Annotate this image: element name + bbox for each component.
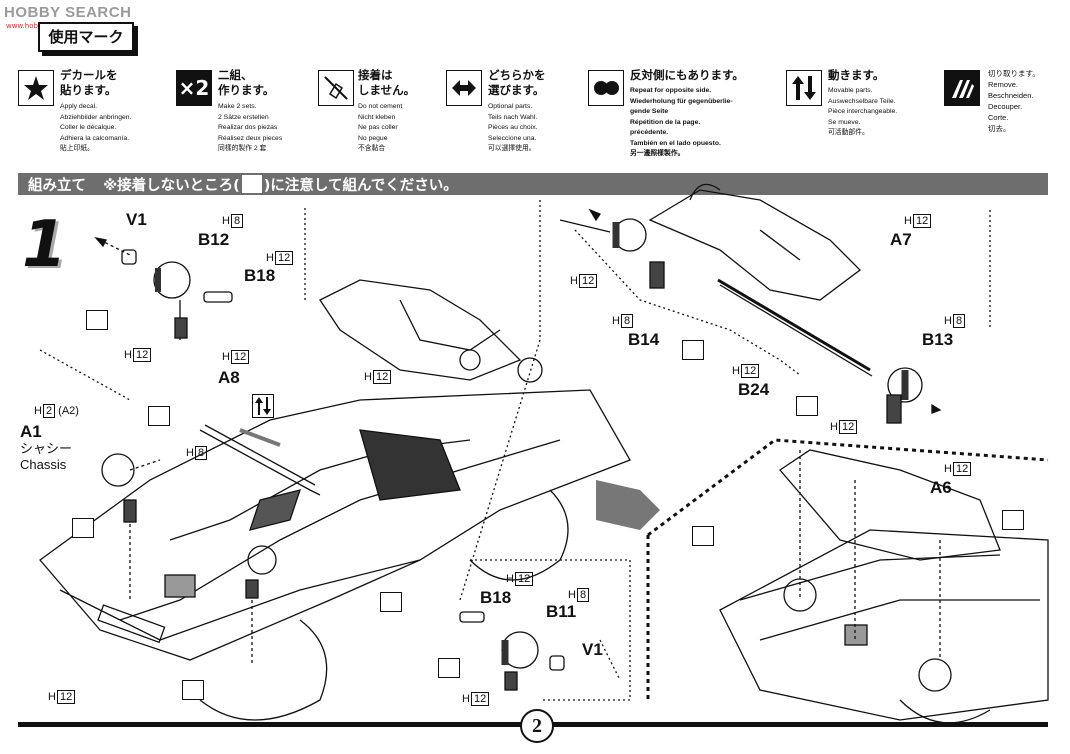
assembly-title: 組み立て bbox=[28, 178, 86, 194]
legend-opposite-title: 反対側にもあります。 bbox=[630, 68, 744, 82]
chassis-label: A1 シャシー Chassis bbox=[20, 422, 73, 473]
no-glue-icon bbox=[241, 175, 262, 193]
assembly-note-post: )に注意して組んでください。 bbox=[263, 178, 458, 194]
no-glue-icon bbox=[796, 396, 818, 416]
legend-choose-title: どちらかを 選びます。 bbox=[488, 68, 546, 97]
legend-choose-sub: Optional parts. Teils nach Wahl. Pièces … bbox=[488, 103, 538, 152]
symbol-legend: デカールを 貼ります。 Apply decal. Abziehbilder an… bbox=[0, 66, 1070, 166]
part-label-b18-bot: B18 bbox=[480, 588, 512, 607]
part-label-a7: A7 bbox=[890, 230, 912, 249]
part-label-v1-bot: V1 bbox=[582, 640, 603, 659]
part-label-a8: A8 bbox=[218, 368, 240, 387]
legend-movable-title: 動きます。 bbox=[828, 68, 885, 82]
movable-arrows-icon bbox=[786, 70, 822, 106]
legend-noglue-title: 接着は しません。 bbox=[358, 68, 416, 97]
part-label-a1: A1 bbox=[20, 422, 42, 441]
legend-movable-sub: Movable parts. Auswechselbare Teile. Piè… bbox=[828, 87, 898, 136]
no-glue-icon bbox=[148, 406, 170, 426]
legend-noglue-sub: Do not cement Nicht kleben Ne pas coller… bbox=[358, 103, 403, 152]
chassis-en: Chassis bbox=[20, 457, 67, 472]
page-number: 2 bbox=[520, 709, 554, 743]
no-glue-icon bbox=[1002, 510, 1024, 530]
legend-cut-sub: 切り取ります。 Remove. Beschneiden. Decouper. C… bbox=[988, 69, 1040, 133]
no-glue-icon bbox=[380, 592, 402, 612]
part-label-b24: B24 bbox=[738, 380, 770, 399]
opposite-side-icon bbox=[588, 70, 624, 106]
part-label-v1-top: V1 bbox=[126, 210, 147, 229]
cut-off-icon bbox=[944, 70, 980, 106]
marks-title: 使用マーク bbox=[38, 22, 134, 52]
legend-decal-sub: Apply decal. Abziehbilder anbringen. Col… bbox=[60, 103, 132, 152]
legend-x2-title: 二組、 作ります。 bbox=[218, 68, 275, 97]
part-label-b13: B13 bbox=[922, 330, 954, 349]
part-label-b12: B12 bbox=[198, 230, 230, 249]
part-label-a6: A6 bbox=[930, 478, 952, 497]
part-label-b11: B11 bbox=[546, 602, 577, 621]
legend-x2-sub: Make 2 sets. 2 Sätze erstellen Realizar … bbox=[218, 103, 283, 152]
assembly-bar bbox=[18, 173, 1048, 195]
assembly-header: 組み立て ※接着しないところ( )に注意して組んでください。 bbox=[28, 174, 458, 195]
x2-make-two-icon: ×2 bbox=[176, 70, 212, 106]
chassis-jp: シャシー bbox=[20, 441, 73, 456]
star-decal-icon bbox=[18, 70, 54, 106]
no-glue-icon bbox=[438, 658, 460, 678]
part-label-b14: B14 bbox=[628, 330, 660, 349]
no-glue-icon bbox=[86, 310, 108, 330]
no-glue-icon bbox=[692, 526, 714, 546]
movable-arrows-icon bbox=[252, 394, 274, 418]
part-label-b18-top: B18 bbox=[244, 266, 276, 285]
step-number: 1 bbox=[22, 208, 67, 282]
chassis-outline bbox=[39, 279, 631, 721]
choose-arrows-icon bbox=[446, 70, 482, 106]
no-glue-icon bbox=[682, 340, 704, 360]
assembly-note-pre: ※接着しないところ( bbox=[103, 178, 240, 194]
no-glue-icon bbox=[72, 518, 94, 538]
no-glue-icon bbox=[318, 70, 354, 106]
watermark-logo: HOBBY SEARCH bbox=[4, 4, 132, 21]
no-glue-icon bbox=[182, 680, 204, 700]
legend-decal-title: デカールを 貼ります。 bbox=[60, 68, 118, 97]
legend-opposite-sub: Repeat for opposite side. Wiederholung f… bbox=[630, 87, 733, 157]
